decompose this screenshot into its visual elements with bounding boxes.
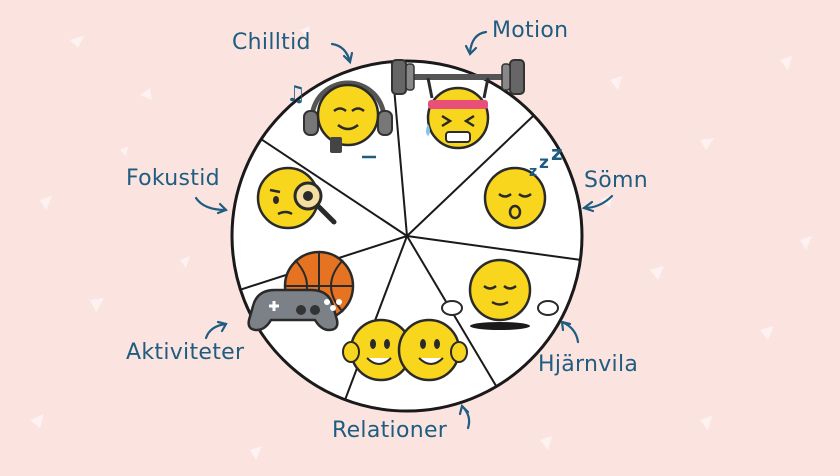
wheel-divider	[406, 114, 535, 237]
wheel-divider	[344, 235, 408, 401]
meditating-emoji-icon	[441, 258, 559, 330]
headphones-music-emoji-icon: ♫	[286, 80, 393, 159]
hugging-emojis-icon	[342, 318, 468, 382]
arrow-fokustid	[194, 196, 228, 212]
weightlifting-emoji-icon	[391, 59, 525, 150]
svg-text:z: z	[529, 164, 537, 180]
background-confetti	[30, 26, 812, 460]
label-hjarnvila: Hjärnvila	[538, 352, 639, 377]
gamepad-basketball-icon	[247, 250, 355, 332]
arrow-motion	[468, 30, 488, 54]
magnifier-emoji-icon	[256, 166, 337, 230]
svg-text:z: z	[539, 153, 549, 173]
label-relationer: Relationer	[332, 418, 448, 443]
arrow-chilltid	[330, 42, 352, 64]
label-arrows	[194, 30, 614, 430]
label-fokustid: Fokustid	[126, 166, 220, 191]
sleeping-emoji-icon: z z z	[483, 141, 563, 230]
label-somn: Sömn	[584, 168, 648, 193]
wheel-divider	[406, 235, 581, 261]
wheel-divider	[260, 138, 408, 237]
svg-text:♫: ♫	[286, 82, 306, 107]
label-aktiviteter: Aktiviteter	[126, 340, 245, 365]
label-motion: Motion	[492, 18, 569, 43]
svg-text:z: z	[551, 141, 563, 165]
label-chilltid: Chilltid	[232, 30, 311, 55]
